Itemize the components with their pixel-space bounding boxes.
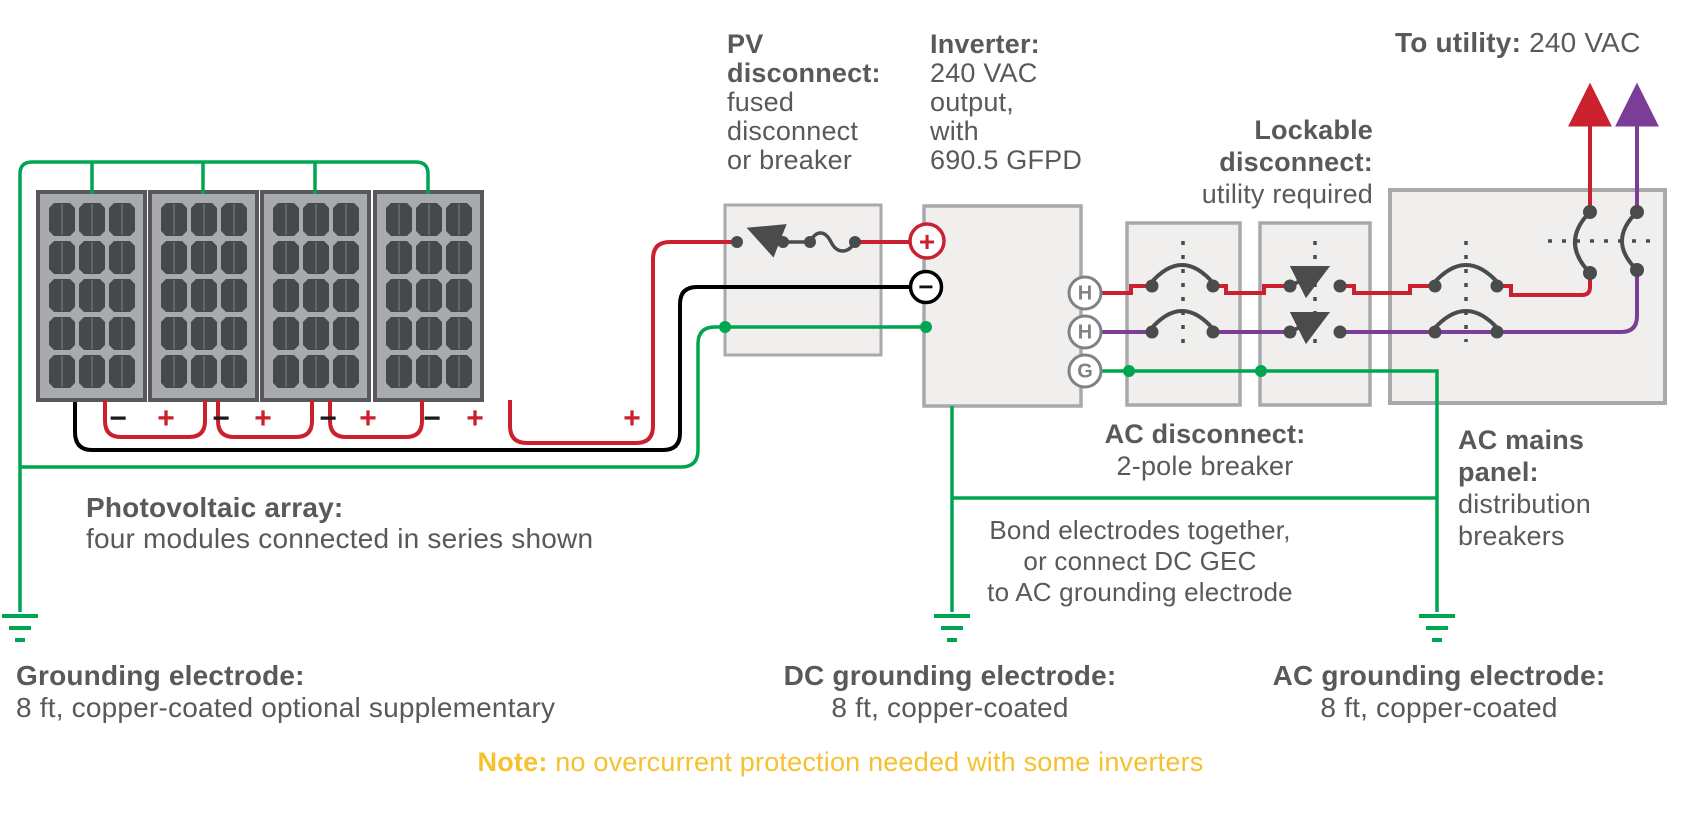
dc-negative-wire bbox=[73, 285, 911, 452]
label-line: 240 VAC bbox=[1529, 27, 1641, 58]
label-line: PV bbox=[727, 29, 764, 59]
label-line: output, bbox=[930, 87, 1014, 117]
label-line: four modules connected in series shown bbox=[86, 523, 594, 554]
label-line: panel: bbox=[1458, 457, 1539, 487]
label-line: distribution bbox=[1458, 489, 1591, 519]
label-line: breakers bbox=[1458, 521, 1565, 551]
hot1-terminal-label: H bbox=[1077, 282, 1093, 305]
ground-junction-dots bbox=[719, 321, 1267, 377]
pv-disconnect-box bbox=[723, 203, 883, 357]
ground-terminal-label: G bbox=[1077, 360, 1093, 383]
label-line: To utility: bbox=[1395, 27, 1522, 58]
hot2-terminal-icon bbox=[1067, 314, 1103, 350]
ground-terminal-icon bbox=[1067, 353, 1103, 389]
breaker-arc-icon bbox=[1573, 210, 1592, 275]
label-line: disconnect: bbox=[727, 58, 881, 88]
label-line: Lockable bbox=[1254, 115, 1373, 145]
terminal-plus-label: + bbox=[623, 402, 641, 435]
label-line: or breaker bbox=[727, 145, 853, 175]
dc-minus-terminal-label: − bbox=[918, 271, 934, 302]
ground-symbol-left bbox=[0, 614, 40, 642]
terminal-plus-label: + bbox=[359, 402, 377, 435]
label-line: to AC grounding electrode bbox=[987, 577, 1293, 607]
label-line: with bbox=[930, 116, 979, 146]
label-line: Bond electrodes together, bbox=[989, 515, 1291, 545]
label-line: DC grounding electrode: bbox=[783, 660, 1117, 691]
label-line: Inverter: bbox=[930, 29, 1040, 59]
breaker-arc-icon bbox=[1620, 210, 1639, 272]
ac-disconnect-label: AC disconnect: 2-pole breaker bbox=[1055, 418, 1355, 482]
label-line: AC disconnect: bbox=[1104, 419, 1306, 449]
inverter-terminal-circles bbox=[908, 222, 1103, 389]
lockable-disconnect-label: Lockable disconnect: utility required bbox=[1073, 114, 1373, 210]
label-line: Note: bbox=[477, 747, 548, 777]
dc-minus-terminal-icon bbox=[908, 269, 944, 305]
label-line: 8 ft, copper-coated optional supplementa… bbox=[16, 692, 556, 723]
ac-hot1-wire bbox=[1101, 82, 1612, 297]
pv-disconnect-label: PV disconnect: fused disconnect or break… bbox=[727, 30, 881, 175]
ac-hot2-wire bbox=[1101, 82, 1659, 334]
terminal-plus-label: + bbox=[254, 402, 272, 435]
pv-array bbox=[38, 192, 482, 400]
pv-array-label: Photovoltaic array: four modules connect… bbox=[86, 492, 593, 554]
terminal-plus-label: + bbox=[466, 402, 484, 435]
terminal-dots bbox=[731, 205, 1644, 339]
equipment-boxes bbox=[723, 188, 1667, 408]
label-line: 8 ft, copper-coated bbox=[1320, 692, 1558, 723]
ground-symbol-dc bbox=[932, 614, 972, 642]
label-line: or connect DC GEC bbox=[1023, 546, 1257, 576]
terminal-plus-label: + bbox=[157, 402, 175, 435]
label-line: fused bbox=[727, 87, 795, 117]
ac-grounding-electrode-label: AC grounding electrode: 8 ft, copper-coa… bbox=[1264, 660, 1614, 724]
hot1-terminal-icon bbox=[1067, 275, 1103, 311]
label-line: AC grounding electrode: bbox=[1272, 660, 1606, 691]
ground-branch-to-inverter bbox=[20, 325, 926, 469]
breaker-arc-icon bbox=[1431, 263, 1501, 286]
dc-grounding-electrode-label: DC grounding electrode: 8 ft, copper-coa… bbox=[775, 660, 1125, 724]
terminal-minus-label: − bbox=[212, 402, 230, 435]
series-link-wire bbox=[328, 400, 424, 439]
label-line: 8 ft, copper-coated bbox=[831, 692, 1069, 723]
series-link-wire bbox=[216, 400, 314, 439]
label-line: 2-pole breaker bbox=[1116, 451, 1294, 481]
footnote: Note: no overcurrent protection needed w… bbox=[0, 748, 1681, 777]
label-line: Photovoltaic array: bbox=[86, 492, 344, 523]
to-utility-label: To utility: 240 VAC bbox=[1395, 28, 1640, 57]
ground-symbol-ac bbox=[1417, 614, 1457, 642]
ac-ground-wire bbox=[1101, 369, 1439, 612]
dc-plus-terminal-icon bbox=[908, 222, 946, 260]
dc-positive-wires bbox=[103, 240, 910, 445]
terminal-minus-label: − bbox=[423, 402, 441, 435]
label-line: Grounding electrode: bbox=[16, 660, 305, 691]
inverter-box bbox=[922, 204, 1083, 408]
ground-wires bbox=[18, 160, 1439, 612]
inverter-label: Inverter: 240 VAC output, with 690.5 GFP… bbox=[930, 30, 1082, 175]
grounding-electrode-label: Grounding electrode: 8 ft, copper-coated… bbox=[16, 660, 555, 724]
hot2-terminal-label: H bbox=[1077, 321, 1093, 344]
breaker-arc-icon bbox=[1148, 263, 1216, 286]
terminal-minus-label: − bbox=[109, 402, 127, 435]
label-line: disconnect: bbox=[1219, 147, 1373, 177]
terminal-minus-label: − bbox=[319, 402, 337, 435]
ac-mains-panel-label: AC mains panel: distribution breakers bbox=[1458, 424, 1591, 552]
bond-electrodes-note: Bond electrodes together, or connect DC … bbox=[960, 515, 1320, 608]
label-line: AC mains bbox=[1458, 425, 1585, 455]
dc-plus-terminal-label: + bbox=[918, 226, 936, 257]
label-line: 240 VAC bbox=[930, 58, 1038, 88]
pole-tie-dashed-lines bbox=[1181, 239, 1655, 346]
label-line: no overcurrent protection needed with so… bbox=[555, 747, 1204, 777]
fuse-icon bbox=[808, 231, 857, 253]
series-link-wire bbox=[103, 400, 207, 439]
array-ground-collector-wire bbox=[18, 160, 430, 612]
dc-positive-riser-wire bbox=[508, 240, 733, 445]
label-line: disconnect bbox=[727, 116, 859, 146]
label-line: 690.5 GFPD bbox=[930, 145, 1083, 175]
label-line: utility required bbox=[1201, 179, 1373, 209]
